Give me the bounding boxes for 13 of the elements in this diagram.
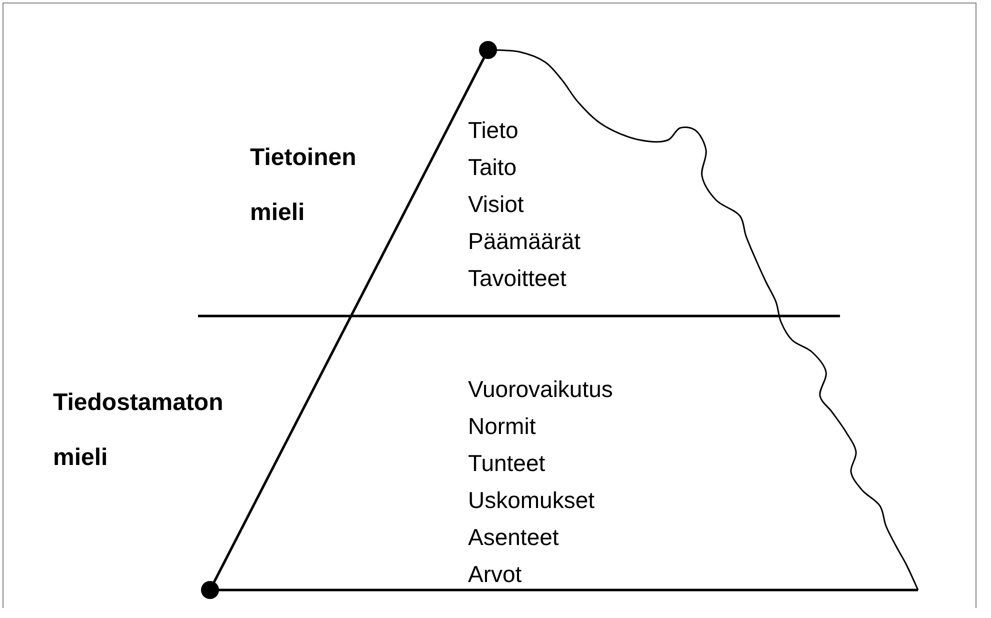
list-item: Visiot xyxy=(468,191,524,217)
list-item: Tunteet xyxy=(468,450,546,476)
list-item: Uskomukset xyxy=(468,487,595,513)
list-item: Asenteet xyxy=(468,524,559,550)
list-item: Päämäärät xyxy=(468,228,581,254)
list-item: Normit xyxy=(468,413,536,439)
list-item: Tavoitteet xyxy=(468,265,566,291)
list-item: Tieto xyxy=(468,117,518,143)
list-item: Vuorovaikutus xyxy=(468,376,613,402)
section-heading: Tiedostamaton mieli xyxy=(53,388,224,473)
list-item: Arvot xyxy=(468,561,522,587)
section-heading: Tietoinen mieli xyxy=(250,143,358,228)
list-item: Taito xyxy=(468,154,517,180)
